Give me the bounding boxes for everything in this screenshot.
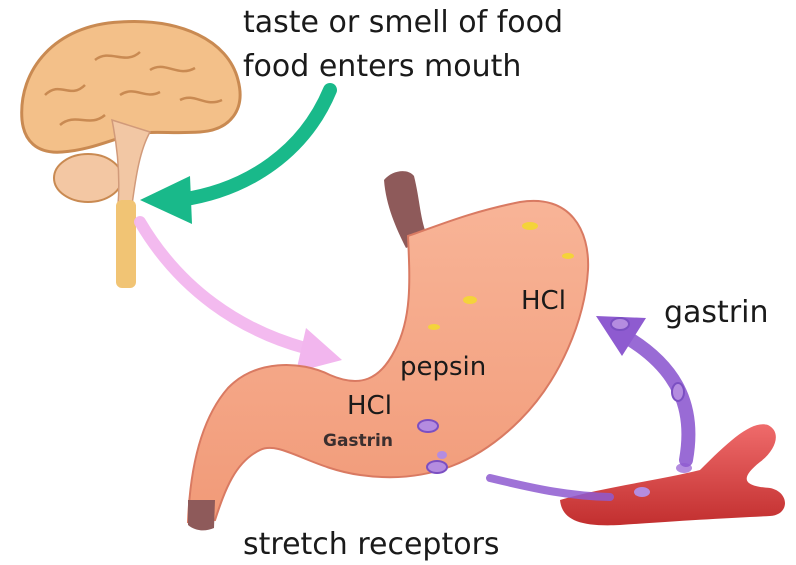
brainstem [112, 120, 150, 205]
green-arrowhead [140, 176, 192, 224]
acid-dot [562, 253, 574, 259]
gastrin-cells-label: Gastrin [323, 433, 393, 450]
pylorus-end [188, 500, 215, 530]
brain-illustration [22, 22, 240, 288]
hcl-lower-label: HCl [347, 393, 392, 419]
stretch-receptors-label: stretch receptors [243, 530, 500, 560]
gastrin-dot-on-arrow [672, 383, 684, 401]
hcl-upper-label: HCl [521, 288, 566, 314]
acid-dot [463, 296, 477, 304]
acid-dot [522, 222, 538, 230]
gastrin-to-blood-arrow [490, 478, 610, 497]
pepsin-label: pepsin [400, 354, 486, 380]
stomach-illustration [188, 171, 588, 530]
cerebellum [54, 154, 122, 202]
acid-dot [428, 324, 440, 330]
trigger-label-taste: taste or smell of food [243, 8, 563, 38]
vessel-main [560, 424, 785, 525]
gastrin-dot [437, 451, 447, 459]
stomach-body [188, 201, 588, 522]
spinal-cord [116, 200, 136, 288]
gastrin-dot [418, 420, 438, 432]
gastrin-dot [427, 461, 447, 473]
gastrin-dot-on-arrow [611, 318, 629, 330]
gastrin-hormone-label: gastrin [664, 298, 769, 328]
blood-vessel [560, 424, 785, 525]
gastrin-dot-in-blood [634, 487, 650, 497]
trigger-label-mouth: food enters mouth [243, 52, 521, 82]
pink-arrow-to-stomach [140, 222, 305, 348]
